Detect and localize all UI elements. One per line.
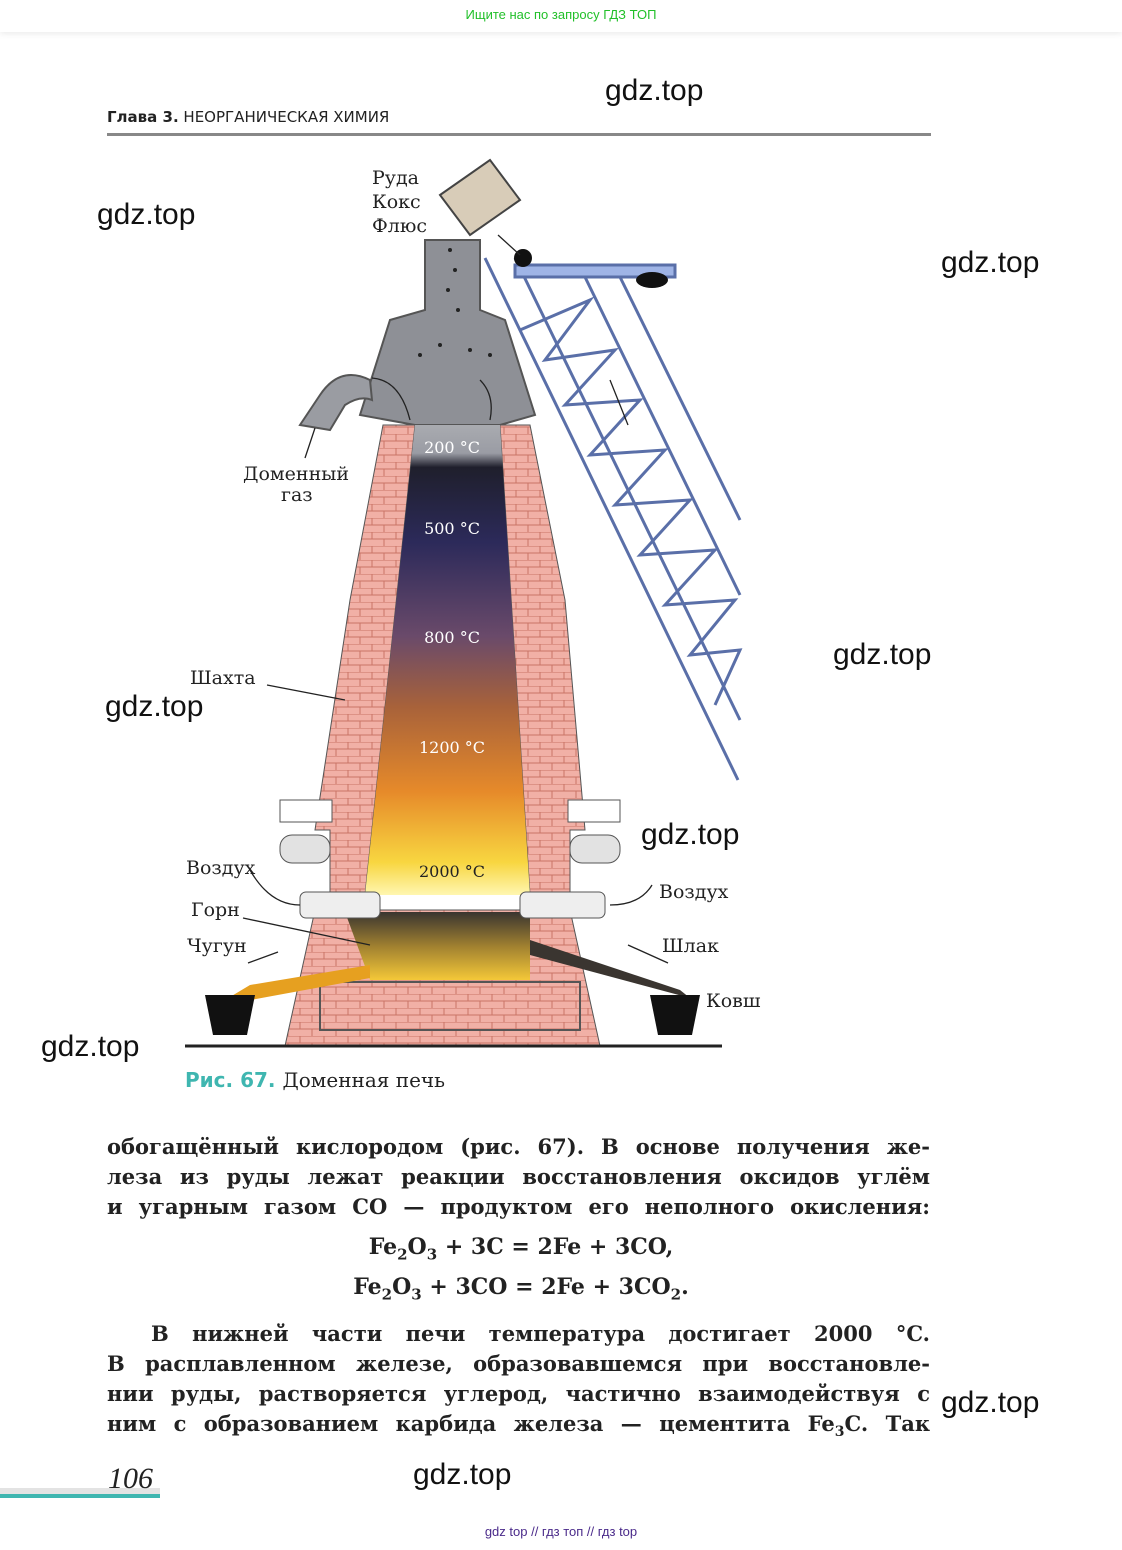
furnace-shaft [365, 425, 530, 895]
header-rule [107, 133, 931, 136]
caption-number: Рис. 67. [185, 1068, 276, 1092]
label-flux: Флюс [372, 215, 427, 237]
label-ore: Руда [372, 167, 419, 189]
label-air-left: Воздух [186, 857, 256, 879]
temp-500: 500 °C [424, 519, 480, 538]
page-number: 106 [108, 1462, 153, 1495]
watermark: gdz.top [641, 818, 740, 851]
watermark: gdz.top [41, 1030, 140, 1063]
slag-ladle [650, 995, 700, 1035]
page-bar-accent [0, 1494, 160, 1498]
blast-furnace-figure: Руда Кокс Флюс Доменный газ Шахта Воздух… [185, 158, 761, 1048]
text-line: В расплавленном железе, образовавшемся п… [107, 1351, 930, 1376]
watermark: gdz.top [97, 198, 196, 231]
chapter-header: Глава 3. НЕОРГАНИЧЕСКАЯ ХИМИЯ [107, 108, 389, 126]
label-shaft: Шахта [190, 667, 256, 689]
label-iron: Чугун [187, 935, 247, 957]
label-blast-gas-2: газ [281, 484, 313, 506]
skip-bucket [438, 158, 522, 237]
label-blast-gas-1: Доменный [243, 463, 349, 485]
temp-800: 800 °C [424, 628, 480, 647]
right-tuyere [519, 891, 606, 919]
equation-1: Fe2O3 + 3C = 2Fe + 3CO, [368, 1234, 674, 1264]
figure-caption: Рис. 67. Доменная печь [185, 1068, 445, 1092]
watermark: gdz.top [833, 638, 932, 671]
label-ladle: Ковш [706, 990, 761, 1012]
iron-ladle [205, 995, 255, 1035]
temp-2000: 2000 °C [419, 862, 485, 881]
watermark: gdz.top [941, 246, 1040, 279]
text-line: леза из руды лежат реакции восстановлени… [107, 1164, 930, 1189]
label-coke: Кокс [372, 191, 421, 213]
gas-outlet-pipe [298, 374, 374, 432]
furnace-top [358, 239, 537, 426]
chapter-number: Глава 3. [107, 108, 179, 126]
footer-links: gdz top // гдз топ // гдз top [484, 1524, 638, 1539]
label-air-right: Воздух [659, 881, 729, 903]
left-tuyere [299, 891, 381, 919]
text-line: нии руды, растворяется углерод, частично… [107, 1381, 930, 1406]
page-bar [0, 1488, 160, 1494]
search-hint-banner: Ищите нас по запросу ГДЗ ТОП [0, 0, 1122, 32]
paragraph-2: В нижней части печи температура достигае… [107, 1319, 930, 1441]
caption-text: Доменная печь [282, 1068, 446, 1092]
temp-200: 200 °C [424, 438, 480, 457]
equation-2: Fe2O3 + 3CO = 2Fe + 3CO2. [353, 1274, 689, 1304]
label-slag: Шлак [662, 935, 719, 957]
watermark: gdz.top [413, 1458, 512, 1491]
paragraph-1: обогащённый кислородом (рис. 67). В осно… [107, 1132, 930, 1222]
text-line: В нижней части печи температура достигае… [151, 1321, 930, 1346]
text-line: и угарным газом CO — продуктом его непол… [107, 1194, 930, 1219]
text-line: ним с образованием карбида железа — цеме… [107, 1411, 930, 1441]
watermark: gdz.top [941, 1386, 1040, 1419]
watermark: gdz.top [105, 690, 204, 723]
watermark: gdz.top [605, 74, 704, 107]
chapter-title: НЕОРГАНИЧЕСКАЯ ХИМИЯ [183, 108, 390, 126]
left-wall [314, 424, 416, 896]
temp-1200: 1200 °C [419, 738, 485, 757]
banner-text: Ищите нас по запросу ГДЗ ТОП [465, 7, 657, 22]
skip-hoist [483, 257, 743, 781]
label-hearth: Горн [191, 899, 240, 921]
text-line: обогащённый кислородом (рис. 67). В осно… [107, 1134, 930, 1159]
